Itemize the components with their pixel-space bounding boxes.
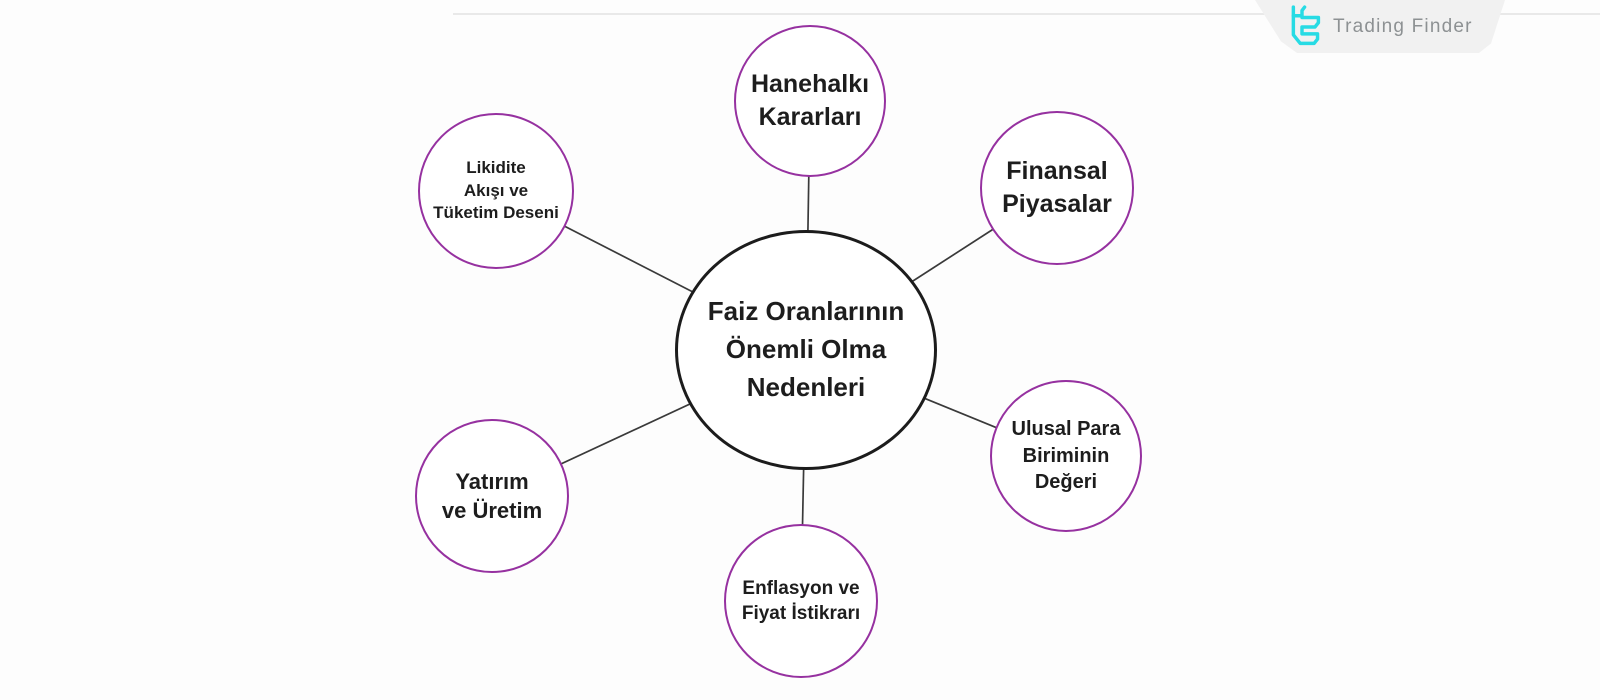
node-label: Enflasyon ve Fiyat İstikrarı [741, 577, 861, 624]
node-ulusal-para-birimi: Ulusal Para Biriminin Değeri [990, 380, 1142, 532]
node-yatirim-uretim: Yatırım ve Üretim [415, 419, 569, 573]
trading-finder-logo-icon [1283, 4, 1321, 50]
header-divider-line [453, 13, 1600, 15]
node-hanehalki-kararlari: Hanehalkı Kararları [734, 25, 886, 177]
node-label: Ulusal Para Biriminin Değeri [1011, 418, 1121, 494]
node-likidite-tuketim: Likidite Akışı ve Tüketim Deseni [418, 113, 574, 269]
node-label: Yatırım ve Üretim [441, 468, 543, 523]
center-node-label: Faiz Oranlarının Önemli Olma Nedenleri [707, 296, 905, 402]
node-finansal-piyasalar: Finansal Piyasalar [980, 111, 1134, 265]
node-label: Hanehalkı Kararları [750, 70, 870, 131]
node-label: Finansal Piyasalar [1002, 157, 1112, 218]
node-enflasyon-fiyat: Enflasyon ve Fiyat İstikrarı [724, 524, 878, 678]
brand-name: Trading Finder [1333, 15, 1473, 37]
node-label: Likidite Akışı ve Tüketim Deseni [433, 158, 559, 223]
center-node-faiz-oranlari: Faiz Oranlarının Önemli Olma Nedenleri [675, 230, 937, 470]
